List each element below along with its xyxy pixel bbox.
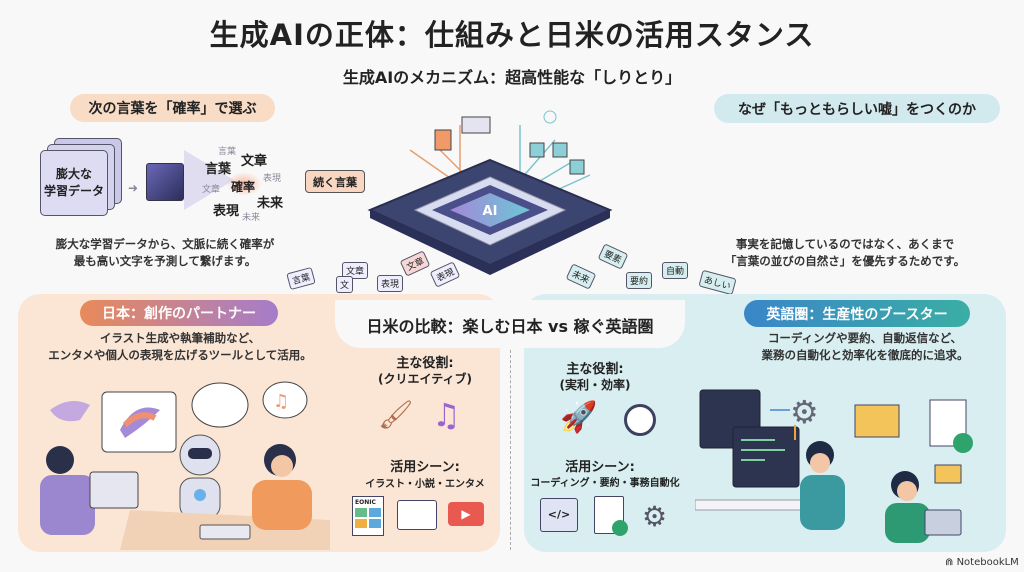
hallucination-heading: なぜ「もっともらしい嘘」をつくのか bbox=[714, 94, 1000, 123]
music-note-icon: ♫ bbox=[432, 396, 461, 434]
model-cube-icon bbox=[146, 163, 184, 201]
description-line: エンタメや個人の表現を広げるツールとして活用。 bbox=[48, 348, 312, 362]
japan-scene-label: 活用シーン: bbox=[390, 460, 460, 475]
english-role-value: (実利・効率) bbox=[559, 378, 631, 392]
description-line: 膨大な学習データから、文脈に続く確率が bbox=[55, 237, 275, 251]
ai-chip-illustration: AI bbox=[367, 110, 613, 275]
page-subtitle: 生成AIのメカニズム：超高性能な「しりとり」 bbox=[342, 68, 682, 87]
comparison-notch bbox=[335, 300, 685, 348]
ai-chip-label: AI bbox=[483, 204, 498, 219]
training-data-stack: 膨大な 学習データ bbox=[40, 138, 125, 218]
description-line: 「言葉の並びの自然さ」を優先するためです。 bbox=[724, 254, 966, 268]
token-chip: あしい bbox=[698, 269, 737, 296]
creative-collaboration-illustration: ♫ bbox=[40, 381, 330, 550]
english-scene-label: 活用シーン: bbox=[565, 460, 635, 475]
description-line: 業務の自動化と効率化を徹底的に追求。 bbox=[761, 348, 969, 362]
word-candidate: 確率 bbox=[231, 180, 256, 194]
japan-role-value: (クリエイティブ) bbox=[377, 372, 472, 386]
word-candidate: 表現 bbox=[213, 204, 240, 219]
token-chip: 言葉 bbox=[286, 266, 316, 291]
probability-beam bbox=[184, 150, 234, 210]
globe-icon bbox=[543, 110, 557, 124]
description-line: コーディングや要約、自動返信など、 bbox=[767, 331, 963, 345]
english-description: コーディングや要約、自動返信など、 業務の自動化と効率化を徹底的に追求。 bbox=[735, 330, 995, 364]
training-data-label: 膨大な 学習データ bbox=[40, 150, 108, 216]
productivity-illustration: ⚙ bbox=[695, 389, 973, 543]
description-line: 事実を記憶しているのではなく、あくまで bbox=[735, 237, 955, 251]
svg-text:⚙: ⚙ bbox=[790, 393, 819, 431]
english-scene-value: コーディング・要約・事務自動化 bbox=[530, 478, 680, 489]
word-candidate: 未来 bbox=[257, 196, 284, 211]
next-words-box: 続く言葉 bbox=[305, 170, 365, 193]
english-heading: 英語圏：生産性のブースター bbox=[744, 300, 970, 327]
japan-heading: 日本：創作のパートナー bbox=[80, 300, 278, 326]
brand-label: NotebookLM bbox=[956, 557, 1019, 568]
notebooklm-brand: ⋒ NotebookLM bbox=[945, 557, 1019, 568]
stopwatch-icon bbox=[624, 404, 656, 436]
check-icon bbox=[612, 520, 628, 536]
comic-label: EONIC bbox=[355, 499, 376, 506]
word-candidate: 文章 bbox=[202, 185, 221, 195]
probability-heading: 次の言葉を「確率」で選ぶ bbox=[70, 94, 275, 122]
paintbrush-icon: 🖌 bbox=[378, 398, 414, 431]
svg-text:♫: ♫ bbox=[273, 391, 289, 412]
word-candidate: 言葉 bbox=[205, 162, 232, 177]
description-line: 最も高い文字を予測して繋げます。 bbox=[73, 254, 257, 268]
probability-description: 膨大な学習データから、文脈に続く確率が 最も高い文字を予測して繋げます。 bbox=[40, 236, 290, 270]
book-icon bbox=[397, 500, 437, 530]
notebooklm-logo-icon: ⋒ bbox=[945, 557, 957, 568]
arrow-icon: ➜ bbox=[128, 181, 139, 195]
english-role-label: 主な役割: bbox=[566, 362, 624, 377]
word-candidate: 未来 bbox=[242, 213, 261, 223]
token-chip: 自動 bbox=[662, 262, 689, 279]
token-chip: 文章 bbox=[342, 262, 369, 279]
comparison-title: 日米の比較：楽しむ日本 vs 稼ぐ英語圏 bbox=[366, 317, 654, 336]
probability-glow bbox=[226, 172, 262, 196]
description-line: イラスト生成や執筆補助など、 bbox=[99, 331, 261, 345]
divider bbox=[510, 350, 511, 550]
document-icon bbox=[461, 116, 491, 134]
word-candidate: 表現 bbox=[263, 174, 282, 184]
comic-icon: EONIC bbox=[352, 496, 384, 536]
robot-arm-icon: ⚙ bbox=[642, 500, 668, 533]
token-chip: 要約 bbox=[626, 272, 653, 289]
word-candidate: 文章 bbox=[241, 154, 268, 169]
japan-scene-value: イラスト・小説・エンタメ bbox=[365, 479, 485, 490]
page-title: 生成AIの正体：仕組みと日米の活用スタンス bbox=[209, 18, 815, 52]
japan-description: イラスト生成や執筆補助など、 エンタメや個人の表現を広げるツールとして活用。 bbox=[30, 330, 330, 364]
rocket-icon: 🚀 bbox=[560, 400, 598, 435]
token-chip: 表現 bbox=[377, 275, 404, 292]
video-icon: ▶ bbox=[448, 502, 484, 526]
hallucination-description: 事実を記憶しているのではなく、あくまで 「言葉の並びの自然さ」を優先するためです… bbox=[715, 236, 975, 270]
code-icon: </> bbox=[540, 498, 578, 532]
document-check-icon bbox=[594, 496, 624, 534]
word-candidate: 言葉 bbox=[218, 147, 237, 157]
japan-role-label: 主な役割: bbox=[396, 356, 454, 371]
ai-card-icon bbox=[434, 129, 452, 151]
token-chip: 文 bbox=[336, 276, 354, 293]
